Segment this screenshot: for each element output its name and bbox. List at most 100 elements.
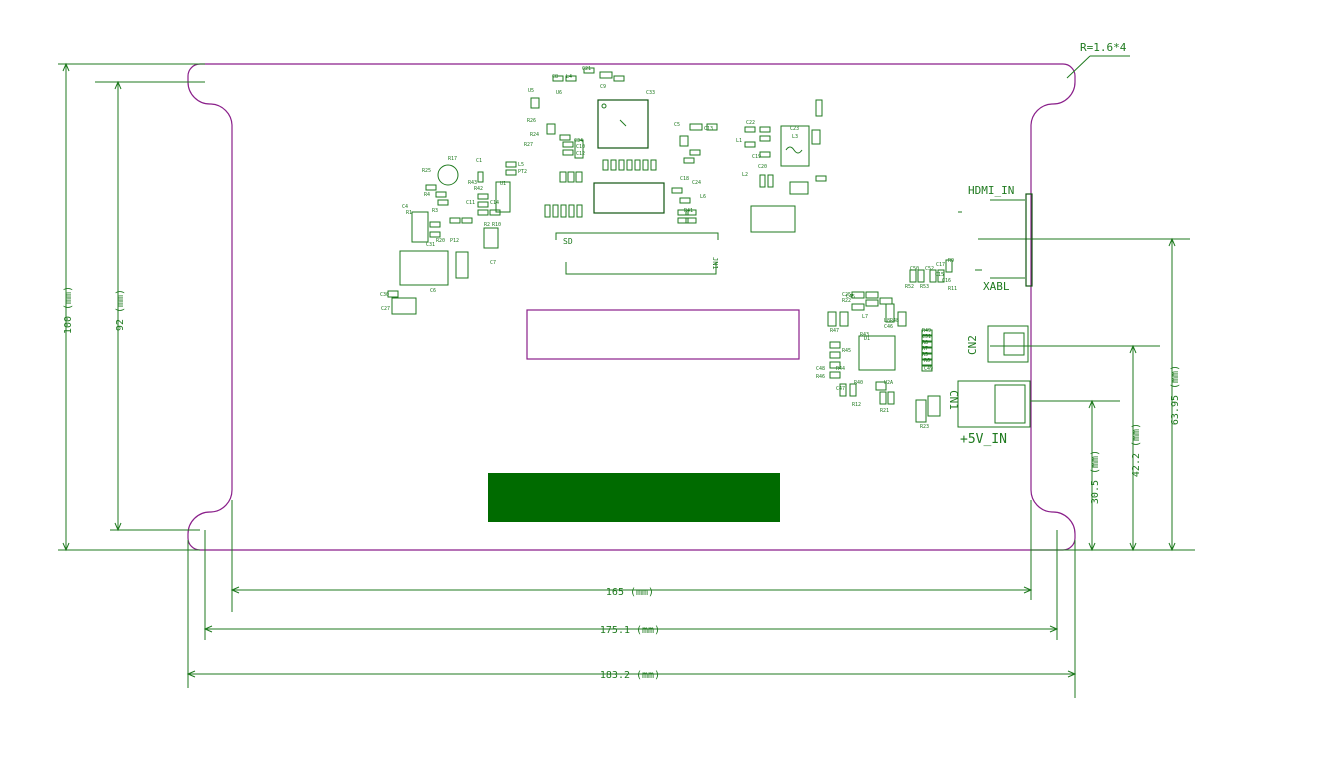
component-designator: C7 xyxy=(490,260,496,266)
component-designator: C34 xyxy=(574,138,583,144)
inductor-l5 xyxy=(437,164,459,186)
radius-note: R=1.6*4 xyxy=(1080,41,1127,54)
smd-pad xyxy=(829,371,841,379)
cn2-label: CN2 xyxy=(966,335,979,355)
smd-pad xyxy=(483,227,499,249)
component-designator: L4 xyxy=(566,74,572,80)
component-designator: R43 xyxy=(860,332,869,338)
component-designator: R3 xyxy=(432,208,438,214)
smd-pad xyxy=(599,71,613,79)
smd-pad xyxy=(411,211,429,243)
smd-pad xyxy=(917,269,925,283)
smd-pad xyxy=(391,297,417,315)
smd-pad xyxy=(574,139,584,159)
smd-pad xyxy=(455,251,469,279)
component-designator: R44 xyxy=(836,366,845,372)
component-designator: C49 xyxy=(924,366,933,372)
component-designator: U5 xyxy=(528,88,534,94)
smd-pad xyxy=(744,126,756,133)
component-designator: L5 xyxy=(518,162,524,168)
component-designator: R7 xyxy=(922,346,928,352)
component-designator: L7 xyxy=(862,314,868,320)
smd-pad xyxy=(387,290,399,298)
dim-hdmi-height: 63.95 (mm) xyxy=(978,237,1190,552)
smd-pad xyxy=(829,361,841,369)
regulator-u1 xyxy=(399,250,449,286)
component-designator: C6 xyxy=(430,288,436,294)
smd-pad xyxy=(634,159,641,171)
smd-pad xyxy=(706,123,718,131)
radius-callout: R=1.6*4 xyxy=(1066,41,1130,79)
smd-pad xyxy=(689,123,703,131)
smd-pad xyxy=(650,159,657,171)
cn1-label: CN1 xyxy=(947,390,960,410)
component-designator: R41 xyxy=(684,208,693,214)
smd-pad xyxy=(811,129,821,145)
smd-pad xyxy=(851,303,865,311)
component-designator: C16 xyxy=(942,278,951,284)
smd-pad xyxy=(642,159,649,171)
smd-pad xyxy=(477,201,489,208)
component-designator: U6 xyxy=(556,90,562,96)
smd-pad xyxy=(759,126,771,133)
dim-hole-width: 175.1 (mm) xyxy=(203,530,1059,640)
component-designator: C33 xyxy=(646,90,655,96)
smd-pad xyxy=(759,151,771,158)
component-designator: C46 xyxy=(884,324,893,330)
component-designator: R40 xyxy=(854,380,863,386)
smd-pad xyxy=(927,395,941,417)
component-designator: R49 xyxy=(922,328,931,334)
component-designator: L2 xyxy=(742,172,748,178)
smd-pad xyxy=(909,269,917,283)
component-designator: C24 xyxy=(692,180,701,186)
cn1-connector: CN1 +5V_IN xyxy=(947,380,1031,447)
inductor-l1 xyxy=(780,125,810,167)
smd-pad xyxy=(618,159,625,171)
smd-pad xyxy=(921,347,933,354)
component-designator: C27 xyxy=(381,306,390,312)
smd-pad xyxy=(613,75,625,82)
smd-pad xyxy=(576,204,583,218)
component-designator: L6 xyxy=(700,194,706,200)
smd-pad xyxy=(744,141,756,148)
component-designator: R1 xyxy=(406,210,412,216)
component-designator: R5 xyxy=(922,352,928,358)
dim-total-height: 100 (mm) xyxy=(58,62,205,552)
smd-pad xyxy=(921,341,933,348)
smd-pad xyxy=(921,335,933,342)
dim-inner-width: 165 (mm) xyxy=(230,500,1033,612)
component-designator: R42 xyxy=(474,186,483,192)
smd-pad xyxy=(851,291,865,299)
smd-pad xyxy=(689,149,701,156)
smd-pad xyxy=(839,383,847,397)
smd-pad xyxy=(683,157,695,164)
smd-pad xyxy=(915,399,927,423)
smd-pad xyxy=(461,217,473,224)
smd-pad xyxy=(559,171,567,183)
component-designator: C4 xyxy=(402,204,408,210)
fpc-keepout-block xyxy=(488,473,780,522)
component-designator: R43 xyxy=(468,180,477,186)
component-designator: R9 xyxy=(948,258,954,264)
component-designator: C11 xyxy=(466,200,475,206)
smd-pad xyxy=(865,299,879,307)
dim-cn2-height-label: 42.2 (mm) xyxy=(1131,423,1142,477)
smd-pad xyxy=(827,311,837,327)
smd-pad xyxy=(679,197,691,204)
smd-pad xyxy=(885,303,895,323)
smd-pad xyxy=(495,181,511,213)
component-designator: PT2 xyxy=(518,169,527,175)
smd-pad xyxy=(552,204,559,218)
smd-pad xyxy=(505,169,517,176)
component-designator: R27 xyxy=(524,142,533,148)
component-designator: R2 xyxy=(484,222,490,228)
smd-pad xyxy=(759,135,771,142)
component-designator: L3 xyxy=(792,134,798,140)
component-designator: L8 xyxy=(884,318,890,324)
smd-pad xyxy=(583,67,595,74)
component-designator: C52 xyxy=(925,266,934,272)
component-designator: C12 xyxy=(576,151,585,157)
smd-pad xyxy=(435,191,447,198)
